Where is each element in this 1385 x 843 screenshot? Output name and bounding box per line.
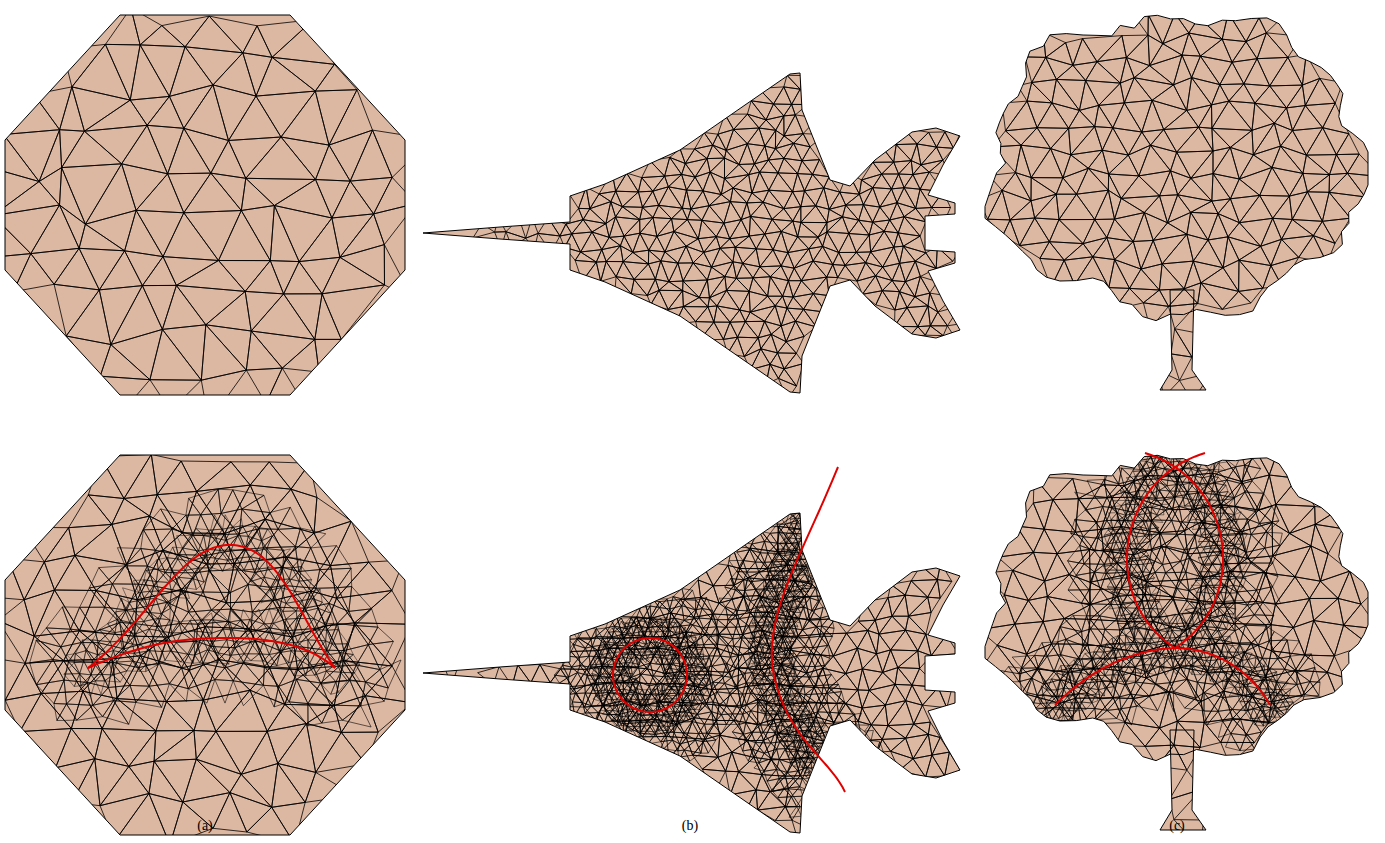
feature-curve bbox=[88, 545, 335, 668]
fine-mesh bbox=[587, 513, 827, 778]
mesh-group bbox=[0, 454, 412, 843]
coarse-mesh bbox=[979, 450, 1384, 843]
shape-outline bbox=[423, 513, 960, 833]
shape-outline bbox=[1160, 290, 1206, 390]
shape-outline bbox=[985, 455, 1368, 760]
feature-curve bbox=[88, 638, 335, 668]
mesh-group bbox=[979, 13, 1381, 402]
shape-outline bbox=[5, 455, 405, 835]
fine-mesh bbox=[64, 515, 360, 697]
mesh-group bbox=[979, 450, 1384, 843]
mesh-group bbox=[423, 73, 966, 399]
coarse-mesh bbox=[0, 8, 431, 422]
shape-fill bbox=[985, 15, 1368, 320]
shape-outline bbox=[1160, 730, 1206, 830]
shape-fill bbox=[5, 455, 405, 835]
feature-curve bbox=[1055, 648, 1175, 705]
panel-label: (c) bbox=[1169, 818, 1185, 834]
feature-curve bbox=[613, 638, 687, 712]
mesh-layer bbox=[0, 8, 1384, 843]
shape-outline bbox=[985, 15, 1368, 320]
shape-fill bbox=[1160, 730, 1206, 830]
shape-outline bbox=[5, 15, 405, 395]
fine-mesh bbox=[1033, 453, 1296, 726]
mesh-group bbox=[423, 512, 960, 839]
coarse-mesh bbox=[473, 75, 967, 399]
panel-label: (b) bbox=[682, 818, 698, 834]
refined-mesh bbox=[30, 489, 401, 727]
feature-curve bbox=[1175, 648, 1270, 705]
refined-mesh bbox=[554, 513, 883, 817]
mesh-group bbox=[0, 8, 431, 422]
coarse-mesh bbox=[0, 454, 412, 843]
coarse-mesh bbox=[979, 13, 1381, 402]
shape-fill bbox=[423, 73, 960, 393]
feature-curve bbox=[1145, 453, 1223, 648]
coarse-mesh bbox=[445, 512, 960, 839]
shape-outline bbox=[423, 73, 960, 393]
panel-label: (a) bbox=[197, 818, 213, 834]
feature-curve bbox=[772, 467, 845, 792]
